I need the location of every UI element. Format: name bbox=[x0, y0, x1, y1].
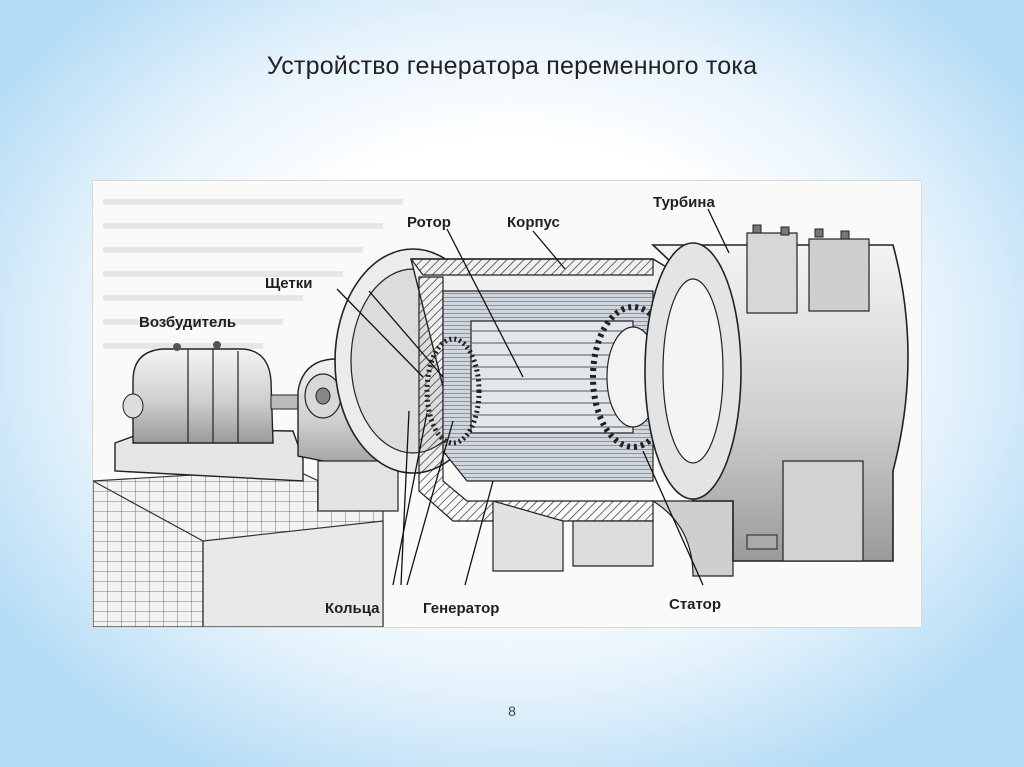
scan-ghost-text bbox=[103, 199, 403, 349]
generator-diagram: Ротор Корпус Турбина Щетки Возбудитель К… bbox=[92, 180, 922, 628]
turbine-casing bbox=[644, 224, 909, 562]
label-rotor: Ротор bbox=[407, 214, 451, 231]
label-generator: Генератор bbox=[423, 600, 499, 617]
floor-tiles bbox=[93, 468, 384, 627]
page-number: 8 bbox=[508, 703, 516, 719]
label-rings: Кольца bbox=[325, 600, 380, 617]
label-stator: Статор bbox=[669, 596, 721, 613]
label-brushes: Щетки bbox=[265, 275, 313, 292]
exciter-machine bbox=[114, 341, 312, 482]
label-housing: Корпус bbox=[507, 214, 560, 231]
leader-lines bbox=[336, 208, 730, 586]
label-turbine: Турбина bbox=[653, 194, 715, 211]
slide-title: Устройство генератора переменного тока bbox=[266, 52, 758, 80]
label-exciter: Возбудитель bbox=[139, 314, 236, 331]
